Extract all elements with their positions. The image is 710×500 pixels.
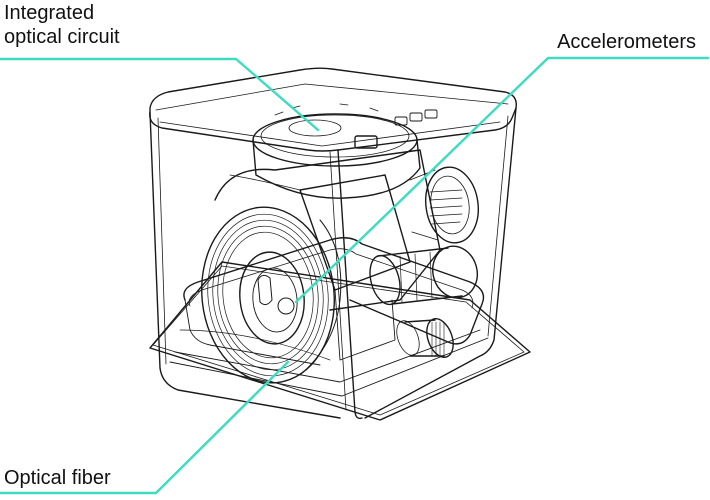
fiber-loop (183, 237, 485, 366)
base-plate (149, 261, 531, 421)
leader-integrated-optical-circuit (0, 57, 320, 132)
optical-circuit-chip (252, 103, 438, 199)
leader-lines (0, 56, 710, 495)
label-integrated-optical-circuit: Integrated optical circuit (4, 1, 120, 49)
label-integrated-line2: optical circuit (4, 26, 120, 48)
label-optical-fiber: Optical fiber (4, 467, 111, 489)
fiber-coil (201, 206, 342, 384)
label-accelerometers: Accelerometers (557, 31, 696, 53)
label-integrated-line1: Integrated (4, 2, 95, 24)
accelerometer-cylinders (369, 166, 479, 358)
device-drawing (149, 67, 531, 421)
leader-optical-fiber (0, 360, 290, 495)
leader-accelerometers (294, 56, 710, 304)
housing (149, 67, 517, 420)
